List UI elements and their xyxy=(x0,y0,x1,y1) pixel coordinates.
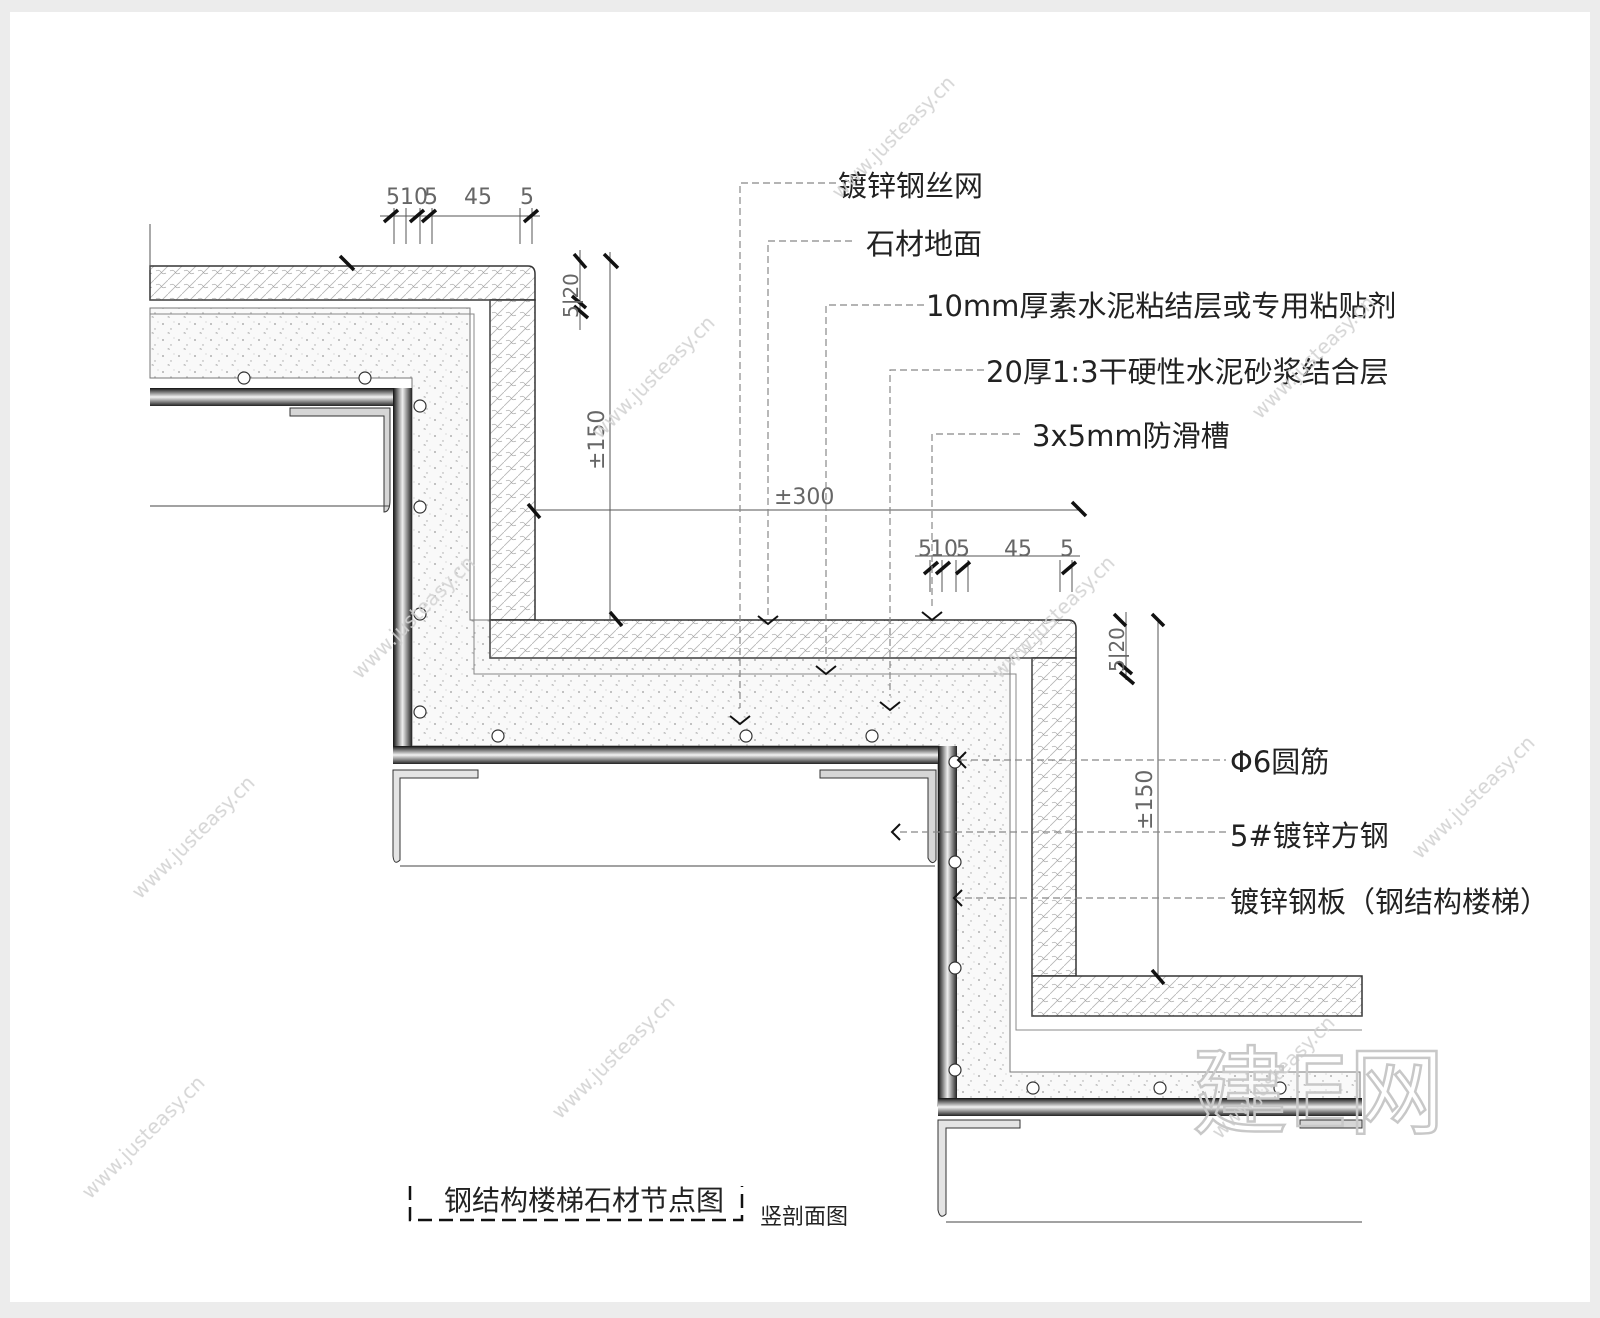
svg-text:5: 5 xyxy=(520,185,534,210)
svg-text:5: 5 xyxy=(918,537,932,562)
svg-text:5|20: 5|20 xyxy=(1105,627,1129,672)
svg-text:5: 5 xyxy=(386,185,400,210)
svg-text:5|20: 5|20 xyxy=(559,273,583,318)
galvanized-steel-plate xyxy=(150,388,1362,1116)
svg-text:10: 10 xyxy=(400,185,428,210)
callout-square-steel: 5#镀锌方钢 xyxy=(1230,819,1389,853)
drawing-subtitle: 竖剖面图 xyxy=(760,1205,848,1230)
callout-cement-bond-layer: 10mm厚素水泥粘结层或专用粘贴剂 xyxy=(926,289,1396,323)
svg-text:建E网: 建E网 xyxy=(1192,1037,1445,1149)
svg-text:5: 5 xyxy=(1060,537,1074,562)
callout-stone-floor: 石材地面 xyxy=(866,227,982,261)
square-steel-profile xyxy=(289,407,1363,1217)
callout-galvanized-wire-mesh: 镀锌钢丝网 xyxy=(838,169,983,203)
svg-text:45: 45 xyxy=(464,185,492,210)
watermark-logo: 建E网 xyxy=(1191,1036,1446,1151)
svg-text:5: 5 xyxy=(956,537,970,562)
stone-upper-riser xyxy=(489,299,536,621)
svg-text:±150: ±150 xyxy=(1133,770,1158,830)
svg-text:45: 45 xyxy=(1004,537,1032,562)
callout-steel-plate: 镀锌钢板（钢结构楼梯） xyxy=(1230,885,1549,919)
callout-leaders xyxy=(739,182,1226,899)
title-block: 钢结构楼梯石材节点图 竖剖面图 xyxy=(408,1184,848,1230)
dimension-lines xyxy=(149,208,1159,976)
stone-middle-tread xyxy=(489,619,1077,659)
callout-anti-slip-groove: 3x5mm防滑槽 xyxy=(1032,419,1230,453)
callout-labels: 镀锌钢丝网 石材地面 10mm厚素水泥粘结层或专用粘贴剂 20厚1:3干硬性水泥… xyxy=(838,169,1549,919)
dimension-ticks xyxy=(338,208,1166,986)
stone-upper-tread xyxy=(149,265,536,301)
callout-mortar-bed: 20厚1:3干硬性水泥砂浆结合层 xyxy=(986,355,1389,389)
stone-middle-riser xyxy=(1031,657,1077,977)
svg-text:10: 10 xyxy=(930,537,958,562)
callout-arrowheads xyxy=(729,611,967,907)
svg-text:±150: ±150 xyxy=(585,410,610,470)
callout-round-bar: Φ6圆筋 xyxy=(1230,745,1329,779)
dimension-labels: 5 10 5 45 5 5|20 ±150 ±300 5 10 5 45 5 5… xyxy=(386,185,1158,830)
svg-text:±300: ±300 xyxy=(774,485,834,510)
stone-lower-tread xyxy=(1031,975,1363,1017)
drawing-title: 钢结构楼梯石材节点图 xyxy=(444,1184,724,1217)
svg-text:5: 5 xyxy=(424,185,438,210)
